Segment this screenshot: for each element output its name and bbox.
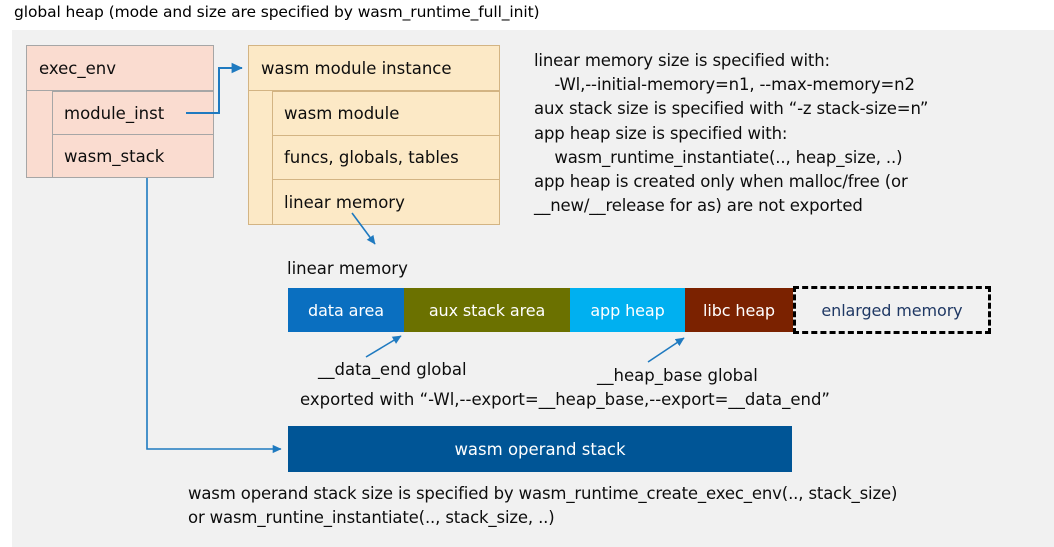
operand-stack-note-line-0: wasm operand stack size is specified by … xyxy=(188,484,898,503)
exec-env-header: exec_env xyxy=(26,45,214,91)
exec-env-field-wasm-stack: wasm_stack xyxy=(52,134,214,178)
memory-segment-app-heap-label: app heap xyxy=(590,300,665,320)
wasm-module-label: wasm module xyxy=(284,104,400,123)
exec-env-field-module-inst: module_inst xyxy=(52,91,214,135)
memory-segment-enlarged-memory-label: enlarged memory xyxy=(821,300,963,320)
memory-segment-data-area: data area xyxy=(288,288,404,332)
memory-segment-libc-heap: libc heap xyxy=(685,288,793,332)
module-instance-field-funcs-globals-tables: funcs, globals, tables xyxy=(272,135,500,180)
note-line-6: __new/__release for as) are not exported xyxy=(534,196,863,216)
memory-segment-app-heap: app heap xyxy=(570,288,685,332)
memory-segment-aux-stack-area: aux stack area xyxy=(404,288,570,332)
memory-segment-libc-heap-label: libc heap xyxy=(703,300,775,320)
memory-segment-aux-stack-area-label: aux stack area xyxy=(428,300,546,320)
wasm-stack-label: wasm_stack xyxy=(64,146,165,166)
note-line-5: app heap is created only when malloc/fre… xyxy=(534,172,908,192)
note-line-4: wasm_runtime_instantiate(.., heap_size, … xyxy=(534,147,903,167)
note-line-1: -Wl,--initial-memory=n1, --max-memory=n2 xyxy=(534,75,915,95)
linear-memory-field-label: linear memory xyxy=(284,192,405,212)
heap-base-global-label: __heap_base global xyxy=(597,366,758,385)
note-line-0: linear memory size is specified with: xyxy=(534,51,830,70)
module-instance-header: wasm module instance xyxy=(248,45,500,91)
linear-memory-bar-label: linear memory xyxy=(287,259,408,278)
globals-export-note: exported with “-Wl,--export=__heap_base,… xyxy=(300,390,830,409)
module-instance-header-label: wasm module instance xyxy=(261,58,452,78)
data-end-global-label: __data_end global xyxy=(318,360,467,379)
wasm-operand-stack-box: wasm operand stack xyxy=(288,426,792,472)
memory-segment-data-area-label: data area xyxy=(308,300,384,320)
page-title: global heap (mode and size are specified… xyxy=(14,3,540,21)
operand-stack-notes: wasm operand stack size is specified by … xyxy=(188,482,897,530)
memory-segment-enlarged-memory: enlarged memory xyxy=(793,286,991,334)
note-line-3: app heap size is specified with: xyxy=(534,123,788,143)
module-instance-field-wasm-module: wasm module xyxy=(272,91,500,136)
memory-config-notes: linear memory size is specified with: -W… xyxy=(534,49,1034,218)
exec-env-header-label: exec_env xyxy=(39,58,116,78)
module-instance-field-linear-memory: linear memory xyxy=(272,179,500,225)
module-inst-label: module_inst xyxy=(64,103,165,123)
operand-stack-note-line-1: or wasm_runtine_instantiate(.., stack_si… xyxy=(188,508,555,528)
funcs-globals-tables-label: funcs, globals, tables xyxy=(284,148,459,167)
note-line-2: aux stack size is specified with “-z sta… xyxy=(534,99,929,119)
wasm-operand-stack-label: wasm operand stack xyxy=(454,439,626,459)
